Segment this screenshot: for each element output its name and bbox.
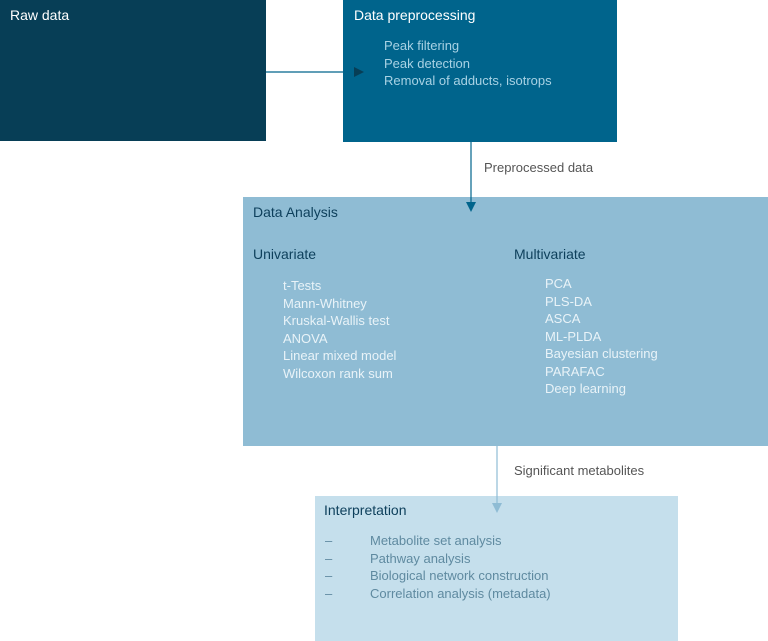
multivariate-item: Deep learning [545,381,626,396]
preprocessing-item: Removal of adducts, isotrops [384,73,552,88]
multivariate-item: PARAFAC [545,363,605,379]
multivariate-item: Bayesian clustering [545,346,658,361]
dash-bullet: – [325,533,333,548]
raw-data-title: Raw data [10,7,70,23]
preprocessing-list: Peak filtering Peak detection Removal of… [384,37,552,90]
univariate-item: Mann-Whitney [283,295,367,311]
univariate-item: ANOVA [283,330,328,346]
interpretation-box: Interpretation – Metabolite set analysis … [315,496,678,641]
arrow-raw-to-prep-head [354,67,364,77]
interpretation-item-label: Correlation analysis (metadata) [370,585,551,601]
connector-label-preprocessed: Preprocessed data [484,160,594,175]
dash-bullet: – [325,568,333,583]
interpretation-item: – Biological network construction [325,567,551,585]
preprocessing-item: Peak detection [384,55,471,71]
multivariate-heading: Multivariate [514,246,586,262]
multivariate-item: PLS-DA [545,293,592,309]
interpretation-item-label: Metabolite set analysis [370,533,502,548]
data-analysis-box: Data Analysis Univariate t-Tests Mann-Wh… [243,197,768,446]
preprocessing-title: Data preprocessing [354,7,476,23]
multivariate-item: ML-PLDA [545,328,602,344]
multivariate-item: ASCA [545,311,581,326]
dash-bullet: – [325,585,333,601]
interpretation-item: – Pathway analysis [325,550,551,568]
interpretation-title: Interpretation [324,502,407,518]
data-analysis-title: Data Analysis [253,204,338,220]
preprocessing-box: Data preprocessing Peak filtering Peak d… [343,0,617,142]
univariate-item: t-Tests [283,278,322,293]
univariate-item: Kruskal-Wallis test [283,313,390,328]
multivariate-item: PCA [545,276,572,291]
interpretation-item-label: Pathway analysis [370,550,471,566]
preprocessing-item: Peak filtering [384,38,460,53]
univariate-item: Wilcoxon rank sum [283,365,393,381]
connector-label-significant: Significant metabolites [514,463,645,478]
dash-bullet: – [325,550,333,566]
interpretation-item: – Metabolite set analysis [325,532,551,550]
univariate-heading: Univariate [253,246,317,262]
arrow-analysis-to-interp-head [492,503,502,513]
univariate-item: Linear mixed model [283,348,397,363]
multivariate-list: PCA PLS-DA ASCA ML-PLDA Bayesian cluster… [545,275,658,398]
raw-data-box: Raw data [0,0,266,141]
univariate-list: t-Tests Mann-Whitney Kruskal-Wallis test… [283,277,396,382]
interpretation-item-label: Biological network construction [370,568,549,583]
interpretation-item: – Correlation analysis (metadata) [325,585,551,603]
interpretation-list: – Metabolite set analysis – Pathway analys… [325,532,551,602]
arrow-prep-to-analysis-head [466,202,476,212]
